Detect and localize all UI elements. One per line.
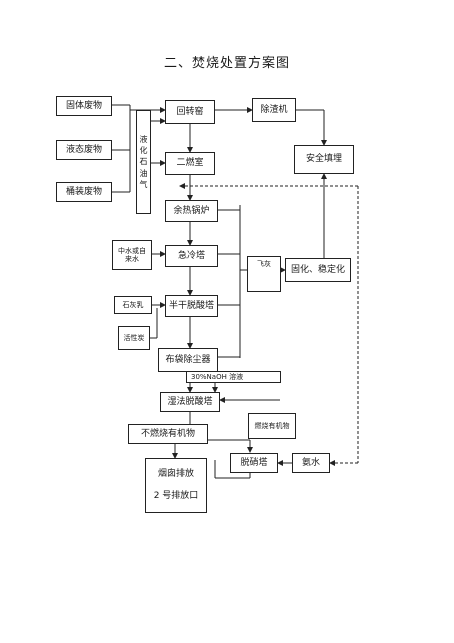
bag-filter-box: 布袋除尘器: [158, 348, 218, 372]
quench-tower-box: 急冷塔: [165, 245, 218, 267]
solidify-box: 固化、稳定化: [285, 258, 351, 282]
ammonia-box: 氨水: [292, 453, 330, 473]
reclaimed-water-box: 中水或自来水: [112, 240, 152, 270]
stack-box: 烟囱排放 2 号排放口: [145, 458, 207, 513]
denitration-box: 脱硝塔: [230, 453, 278, 473]
waste-heat-boiler-box: 余热锅炉: [165, 200, 218, 222]
solid-waste-box: 固体废物: [56, 96, 112, 116]
lpg-box: 液化石油气: [136, 110, 151, 214]
landfill-box: 安全填埋: [294, 145, 354, 174]
semi-dry-deacid-box: 半干脱酸塔: [165, 295, 218, 317]
rotary-kiln-box: 回转窑: [165, 100, 215, 124]
slag-remover-box: 除渣机: [252, 98, 296, 122]
stack-label: 烟囱排放: [157, 469, 194, 480]
page-title: 二、焚烧处置方案图: [163, 56, 290, 71]
liquid-waste-box: 液态废物: [56, 140, 112, 160]
noncombustible-organics-box: 不燃烧有机物: [128, 424, 208, 444]
combustible-organics-box: 燃烧有机物: [248, 413, 296, 439]
lime-milk-box: 石灰乳: [114, 296, 152, 314]
activated-carbon-box: 活性炭: [118, 326, 150, 350]
naoh-box: 30%NaOH 溶液: [186, 371, 281, 383]
outlet-label: 2 号排放口: [153, 490, 199, 501]
barrel-waste-box: 桶装废物: [56, 182, 112, 202]
secondary-chamber-box: 二燃室: [165, 152, 215, 175]
wet-deacid-box: 湿法脱酸塔: [160, 392, 220, 412]
fly-ash-box: 飞灰: [247, 256, 281, 292]
